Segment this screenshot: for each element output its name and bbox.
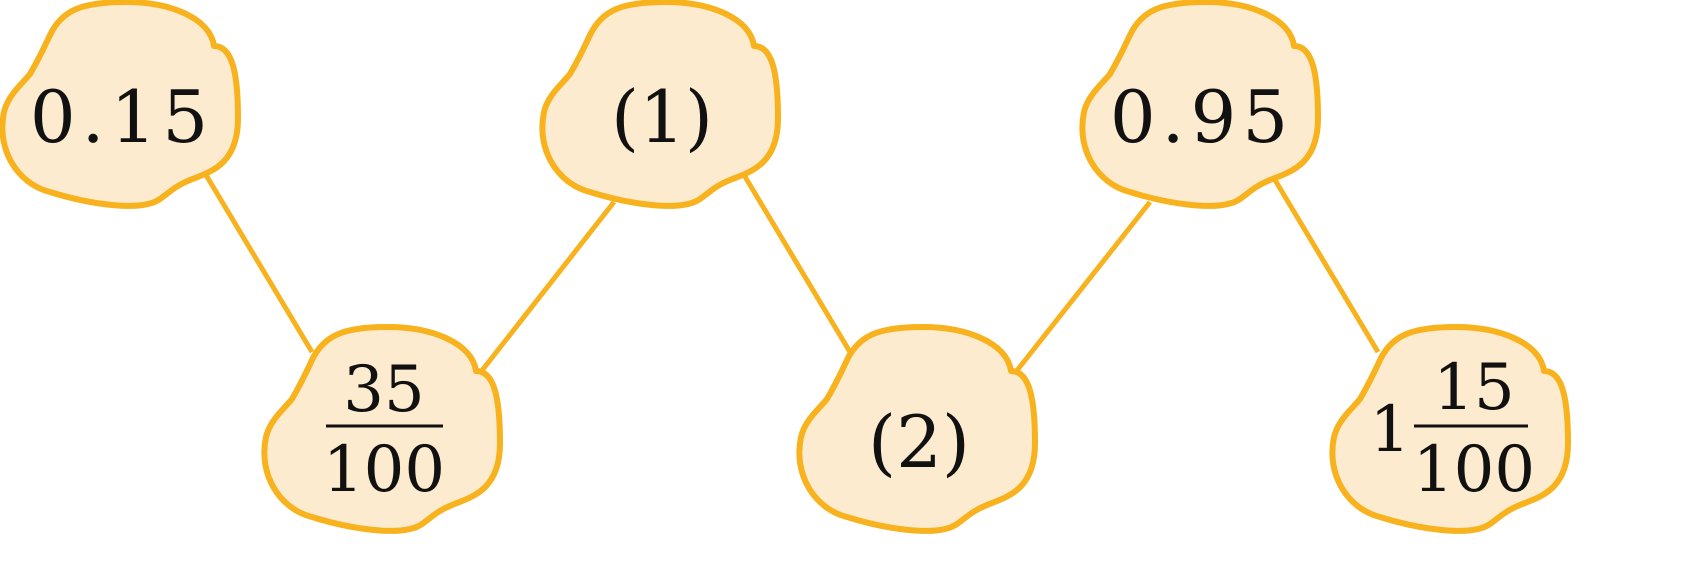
connector-line-4	[1013, 200, 1152, 375]
fraction-denominator: 100	[323, 433, 445, 507]
fraction-numerator: 15	[1433, 351, 1514, 425]
fraction-numerator: 35	[343, 353, 424, 427]
connectors	[203, 173, 1381, 375]
connector-line-2	[478, 200, 616, 375]
connector-line-3	[741, 173, 853, 354]
cloud-shape	[261, 324, 503, 534]
connector-line-5	[1269, 173, 1381, 354]
decimal-value: 0.95	[1110, 75, 1294, 159]
cloud-shape	[1079, 0, 1321, 209]
blank-label: (2)	[868, 400, 970, 484]
cloud-shape	[0, 0, 241, 209]
mixed-whole: 1	[1370, 393, 1411, 467]
blank-label: (1)	[611, 75, 713, 159]
cloud-shape	[539, 0, 781, 209]
decimal-value: 0.15	[30, 75, 214, 159]
connector-line-1	[203, 173, 315, 354]
number-bubble-1: 0.15	[0, 0, 241, 209]
number-bubble-4: (2)	[796, 324, 1038, 534]
cloud-shape	[796, 324, 1038, 534]
cloud-shape	[1329, 324, 1571, 534]
fraction-denominator: 100	[1413, 433, 1535, 507]
number-bubble-5: 0.95	[1079, 0, 1321, 209]
number-bubble-6: 1 15 100	[1329, 324, 1571, 534]
number-bubble-3: (1)	[539, 0, 781, 209]
